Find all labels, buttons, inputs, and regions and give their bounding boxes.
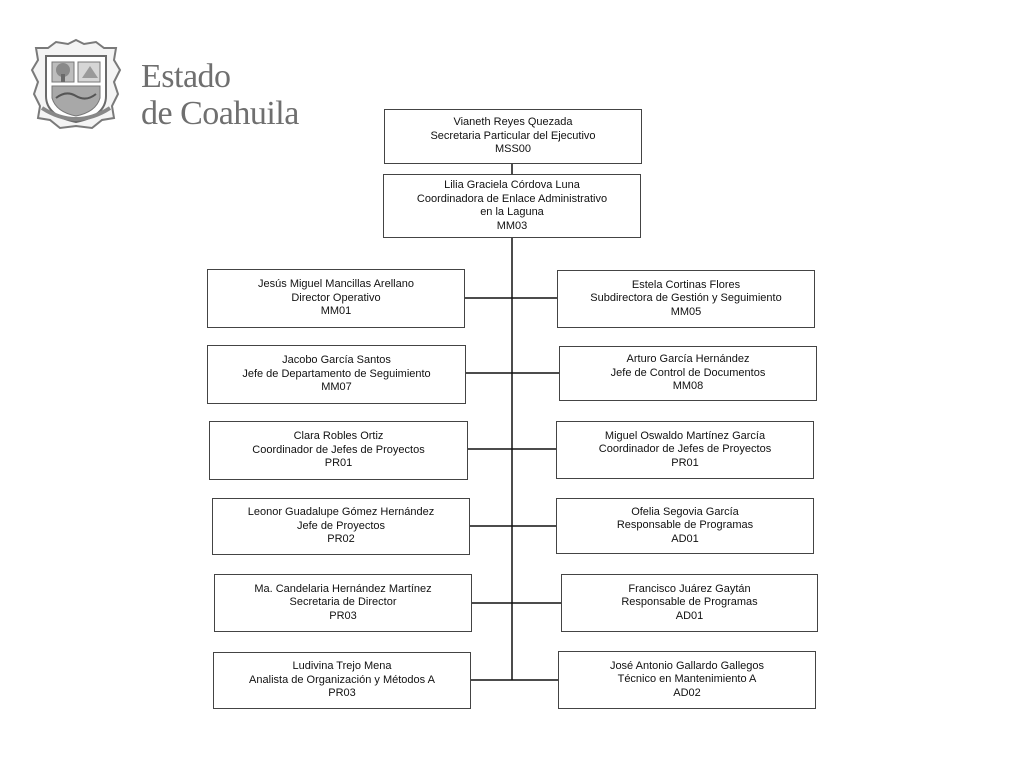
position-title: Jefe de Departamento de Seguimiento [242, 367, 431, 380]
org-box-left-1: Jesús Miguel Mancillas Arellano Director… [207, 269, 465, 328]
person-name: Leonor Guadalupe Gómez Hernández [247, 506, 435, 519]
person-name: Estela Cortinas Flores [631, 278, 741, 291]
position-code: PR02 [327, 533, 355, 546]
person-name: Francisco Juárez Gaytán [628, 582, 751, 595]
position-title: Coordinador de Jefes de Proyectos [598, 443, 772, 456]
person-name: Ma. Candelaria Hernández Martínez [254, 582, 432, 595]
org-box-right-6: José Antonio Gallardo Gallegos Técnico e… [558, 651, 816, 709]
position-code: MM03 [496, 219, 528, 232]
org-box-right-2: Arturo García Hernández Jefe de Control … [559, 346, 817, 401]
org-box-left-2: Jacobo García Santos Jefe de Departament… [207, 345, 466, 404]
person-name: Vianeth Reyes Quezada [453, 116, 573, 129]
position-code: MM05 [670, 305, 702, 318]
position-code: PR03 [329, 609, 357, 622]
person-name: Arturo García Hernández [626, 353, 750, 366]
position-title: Jefe de Proyectos [296, 519, 386, 532]
position-code: AD02 [673, 686, 701, 699]
position-title: Técnico en Mantenimiento A [617, 673, 757, 686]
position-title-line-2: en la Laguna [480, 206, 544, 218]
position-code: MM08 [672, 380, 704, 393]
position-title: Analista de Organización y Métodos A [249, 673, 435, 686]
org-box-left-5: Ma. Candelaria Hernández Martínez Secret… [214, 574, 472, 632]
org-box-left-6: Ludivina Trejo Mena Analista de Organiza… [213, 652, 471, 709]
person-name: Ofelia Segovia García [631, 505, 739, 518]
person-name: Miguel Oswaldo Martínez García [604, 429, 766, 442]
position-title: Coordinadora de Enlace Administrativo [416, 192, 608, 205]
position-code: MM01 [320, 305, 352, 318]
position-code: AD01 [671, 532, 699, 545]
org-box-right-5: Francisco Juárez Gaytán Responsable de P… [561, 574, 818, 632]
position-title: Coordinador de Jefes de Proyectos [252, 443, 425, 456]
position-title: Secretaria de Director [289, 596, 397, 609]
brand-line-1: Estado [141, 58, 231, 95]
org-box-left-4: Leonor Guadalupe Gómez Hernández Jefe de… [212, 498, 470, 555]
coahuila-coat-of-arms-icon [30, 38, 122, 130]
position-title: Subdirectora de Gestión y Seguimiento [590, 292, 782, 305]
person-name: Jesús Miguel Mancillas Arellano [258, 278, 414, 291]
org-box-right-3: Miguel Oswaldo Martínez García Coordinad… [556, 421, 814, 479]
position-title: Director Operativo [291, 291, 381, 304]
position-title: Secretaria Particular del Ejecutivo [430, 129, 596, 142]
position-code: PR01 [671, 456, 699, 469]
position-code: PR03 [328, 687, 356, 700]
org-box-right-1: Estela Cortinas Flores Subdirectora de G… [557, 270, 815, 328]
person-name: Ludivina Trejo Mena [292, 660, 392, 673]
person-name: José Antonio Gallardo Gallegos [609, 659, 765, 672]
org-box-left-3: Clara Robles Ortiz Coordinador de Jefes … [209, 421, 468, 480]
person-name: Lilia Graciela Córdova Luna [444, 179, 580, 191]
org-box-coordinadora-enlace: Lilia Graciela Córdova Luna Coordinadora… [383, 174, 641, 238]
position-title: Responsable de Programas [621, 596, 758, 609]
org-box-right-4: Ofelia Segovia García Responsable de Pro… [556, 498, 814, 554]
brand-title: Estado de Coahuila [141, 58, 299, 132]
org-box-secretaria-particular: Vianeth Reyes Quezada Secretaria Particu… [384, 109, 642, 164]
position-code: PR01 [324, 457, 353, 470]
position-code: AD01 [675, 609, 704, 622]
position-code: MSS00 [494, 143, 532, 156]
position-title: Responsable de Programas [616, 519, 754, 532]
person-name: Jacobo García Santos [282, 354, 391, 367]
person-name: Clara Robles Ortiz [293, 430, 384, 443]
brand-line-2: de Coahuila [141, 95, 299, 132]
position-title: Jefe de Control de Documentos [610, 366, 766, 379]
position-code: MM07 [321, 381, 352, 394]
